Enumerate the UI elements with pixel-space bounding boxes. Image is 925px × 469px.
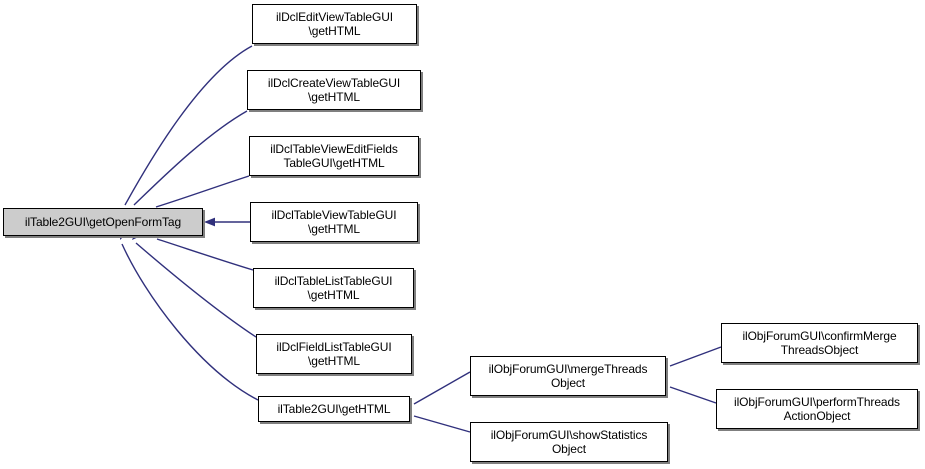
graph-node-label: ilDclEditViewTableGUI \getHTML bbox=[275, 10, 394, 38]
graph-node-label: ilDclTableViewTableGUI \getHTML bbox=[271, 208, 397, 236]
graph-edge-e7 bbox=[121, 243, 259, 401]
graph-edge-e9 bbox=[413, 415, 471, 433]
graph-node-table2gui-gethtml[interactable]: ilTable2GUI\getHTML bbox=[258, 396, 410, 422]
graph-node-fieldlist[interactable]: ilDclFieldListTableGUI \getHTML bbox=[256, 334, 412, 374]
graph-edge-e11 bbox=[669, 386, 717, 404]
graph-edge-e5 bbox=[156, 238, 254, 271]
graph-node-tableview[interactable]: ilDclTableViewTableGUI \getHTML bbox=[250, 202, 418, 242]
graph-node-label: ilObjForumGUI\mergeThreads Object bbox=[488, 362, 648, 390]
graph-node-label: ilTable2GUI\getHTML bbox=[277, 402, 391, 416]
graph-edge-e6 bbox=[135, 242, 257, 338]
graph-node-label: ilDclTableListTableGUI \getHTML bbox=[274, 274, 393, 302]
graph-node-perform-threads-action[interactable]: ilObjForumGUI\performThreads ActionObjec… bbox=[716, 389, 918, 429]
graph-node-label: ilObjForumGUI\performThreads ActionObjec… bbox=[734, 395, 900, 423]
graph-node-label: ilDclFieldListTableGUI \getHTML bbox=[276, 340, 392, 368]
graph-node-label: ilTable2GUI\getOpenFormTag bbox=[24, 215, 182, 229]
graph-edge-e8 bbox=[413, 371, 471, 405]
graph-node-merge-threads[interactable]: ilObjForumGUI\mergeThreads Object bbox=[470, 356, 666, 396]
graph-edge-e10 bbox=[669, 346, 722, 367]
graph-node-label: ilObjForumGUI\confirmMerge ThreadsObject bbox=[742, 329, 897, 357]
graph-node-create-view[interactable]: ilDclCreateViewTableGUI \getHTML bbox=[247, 70, 421, 110]
graph-edge-e3 bbox=[155, 175, 250, 208]
graph-node-label: ilDclTableViewEditFields TableGUI\getHTM… bbox=[270, 142, 398, 170]
graph-edge-e1 bbox=[124, 45, 253, 206]
graph-node-edit-view[interactable]: ilDclEditViewTableGUI \getHTML bbox=[252, 4, 417, 44]
graph-node-confirm-merge-threads[interactable]: ilObjForumGUI\confirmMerge ThreadsObject bbox=[721, 323, 918, 363]
graph-node-label: ilObjForumGUI\showStatistics Object bbox=[490, 428, 648, 456]
graph-node-tableview-editfields[interactable]: ilDclTableViewEditFields TableGUI\getHTM… bbox=[249, 136, 419, 176]
graph-edge-e2 bbox=[133, 110, 248, 206]
graph-node-show-statistics[interactable]: ilObjForumGUI\showStatistics Object bbox=[470, 422, 668, 462]
graph-node-focus[interactable]: ilTable2GUI\getOpenFormTag bbox=[3, 208, 203, 236]
graph-node-label: ilDclCreateViewTableGUI \getHTML bbox=[267, 76, 401, 104]
graph-node-tablelist[interactable]: ilDclTableListTableGUI \getHTML bbox=[253, 268, 414, 308]
graph-arrowhead-e4 bbox=[204, 217, 215, 227]
